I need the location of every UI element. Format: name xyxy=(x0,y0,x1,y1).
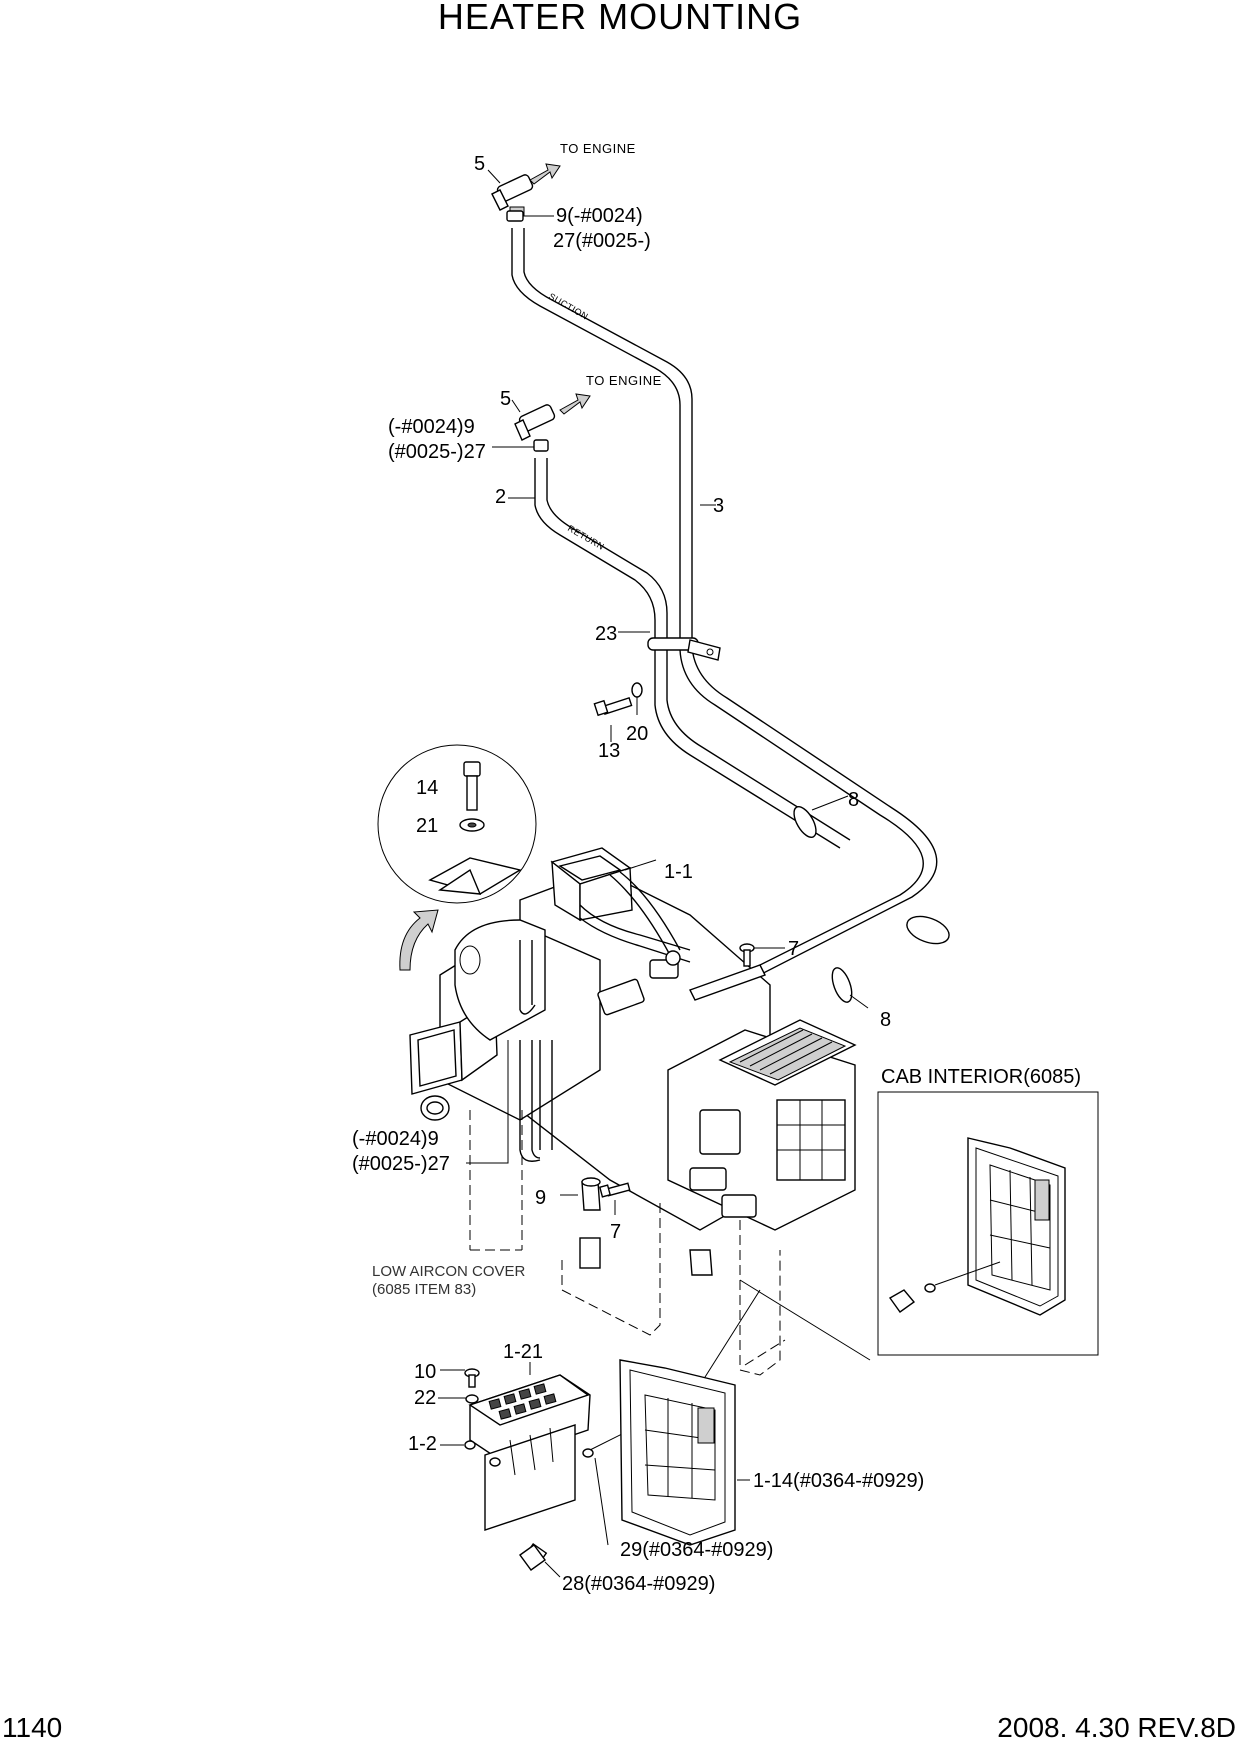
to-engine-arrow-lower xyxy=(559,393,591,415)
note-low-aircon-cover-1: LOW AIRCON COVER xyxy=(372,1263,526,1280)
callout-22: 22 xyxy=(414,1387,436,1409)
callout-8-upper: 8 xyxy=(848,789,859,811)
callout-5-upper: 5 xyxy=(474,153,485,175)
callout-13: 13 xyxy=(598,740,620,762)
callout-23: 23 xyxy=(595,623,617,645)
leader-lines xyxy=(438,169,750,1578)
note-return: RETURN xyxy=(566,523,606,552)
note-to-engine-lower: TO ENGINE xyxy=(586,373,662,388)
callout-8-lower: 8 xyxy=(880,1009,891,1031)
note-suction: SUCTION xyxy=(547,291,590,322)
clamp-23 xyxy=(647,637,721,661)
callout-9-upper: 9(-#0024) xyxy=(556,205,643,227)
clamp-8-lower xyxy=(831,915,950,1009)
detail-circle xyxy=(377,744,537,971)
page-number: 1140 xyxy=(2,1712,63,1743)
revision-date: 2008. 4.30 REV.8D xyxy=(997,1712,1236,1743)
callout-10: 10 xyxy=(414,1361,436,1383)
detail-arrow xyxy=(399,909,439,971)
screw-7-lower xyxy=(598,1182,631,1198)
callout-9-bottom: 9 xyxy=(535,1187,546,1209)
note-cab-interior: CAB INTERIOR(6085) xyxy=(881,1066,1081,1088)
lower-valve xyxy=(514,393,591,452)
note-low-aircon-cover-2: (6085 ITEM 83) xyxy=(372,1281,476,1298)
upper-valve xyxy=(491,163,561,216)
callout-2: 2 xyxy=(495,486,506,508)
heater-unit xyxy=(409,847,857,1276)
note-to-engine-upper: TO ENGINE xyxy=(560,141,636,156)
return-hose xyxy=(534,458,851,849)
callout-1-14: 1-14(#0364-#0929) xyxy=(753,1470,924,1492)
low-aircon-cover-outline xyxy=(469,1110,786,1376)
callout-27-lower: (#0025-)27 xyxy=(388,441,486,463)
callout-7-bottom: 7 xyxy=(610,1221,621,1243)
callout-21: 21 xyxy=(416,815,438,837)
callout-14: 14 xyxy=(416,777,438,799)
callout-20: 20 xyxy=(626,723,648,745)
callout-27-upper: 27(#0025-) xyxy=(553,230,651,252)
to-engine-arrow-upper xyxy=(529,163,561,185)
screw-10 xyxy=(464,1368,480,1404)
callout-9-left: (-#0024)9 xyxy=(352,1128,439,1150)
callout-1-1: 1-1 xyxy=(664,861,693,883)
screw-7-upper xyxy=(739,943,785,967)
upper-fitting xyxy=(506,210,554,222)
callout-1-2: 1-2 xyxy=(408,1433,437,1455)
control-panel xyxy=(464,1374,591,1531)
bolt-13 xyxy=(593,682,643,717)
callout-27-left: (#0025-)27 xyxy=(352,1153,450,1175)
clamp-8-upper xyxy=(793,795,849,838)
callout-1-21: 1-21 xyxy=(503,1341,543,1363)
callout-28: 28(#0364-#0929) xyxy=(562,1573,715,1595)
cover-1-14 xyxy=(519,1359,736,1571)
callout-9-lower: (-#0024)9 xyxy=(388,416,475,438)
callout-5-lower: 5 xyxy=(500,388,511,410)
callout-3: 3 xyxy=(713,495,724,517)
callout-7-upper: 7 xyxy=(788,938,799,960)
cab-interior-inset xyxy=(877,1091,1099,1356)
callout-29: 29(#0364-#0929) xyxy=(620,1539,773,1561)
page-title: HEATER MOUNTING xyxy=(437,0,803,37)
